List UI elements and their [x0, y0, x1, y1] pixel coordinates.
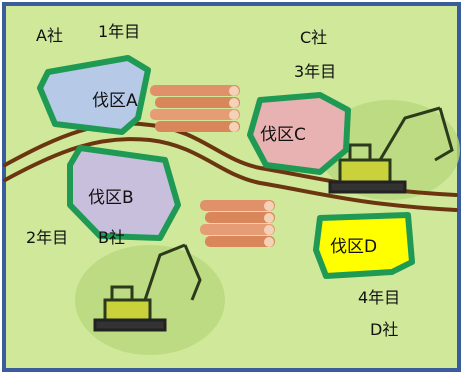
excavator-icon [328, 106, 454, 194]
year-a-label: 1年目 [98, 22, 141, 41]
log-pile-icon [200, 200, 275, 247]
year-c-label: 3年目 [294, 62, 337, 81]
harvest-area-c [247, 92, 351, 175]
log-pile-icon [150, 85, 240, 132]
area-d-label: 伐区D [330, 237, 377, 257]
year-b-label: 2年目 [26, 228, 69, 247]
area-c-label: 伐区C [260, 125, 306, 145]
year-d-label: 4年目 [358, 288, 401, 307]
harvest-area-b [67, 145, 181, 241]
company-d-label: D社 [370, 320, 399, 339]
company-a-label: A社 [36, 26, 63, 45]
company-c-label: C社 [300, 28, 328, 47]
excavator-icon [93, 243, 202, 332]
area-b-label: 伐区B [88, 188, 134, 208]
harvest-area-d [313, 212, 415, 279]
company-b-label: B社 [98, 228, 125, 247]
area-a-label: 伐区A [92, 91, 138, 111]
harvest-area-a [37, 55, 151, 135]
